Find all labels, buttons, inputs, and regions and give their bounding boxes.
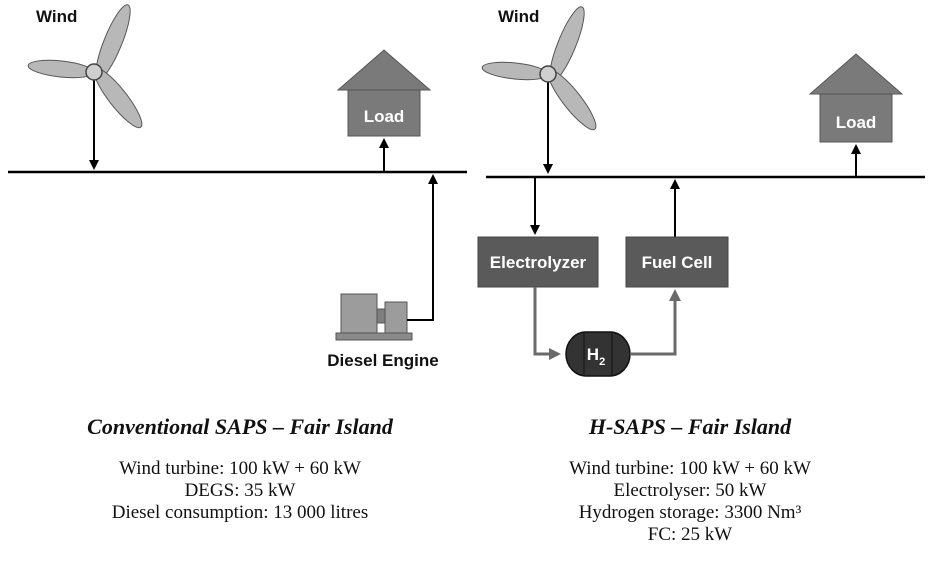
electrolyzer-box [477, 236, 599, 288]
right-spec-line: FC: 25 kW [647, 524, 733, 545]
right-wind-turbine-icon [481, 6, 597, 174]
left-wind-label: Wind [36, 7, 77, 26]
electrolyzer-label: Electrolyzer [490, 253, 587, 272]
right-spec-line: Wind turbine: 100 kW + 60 kW [569, 458, 811, 479]
diesel-engine-label: Diesel Engine [327, 351, 438, 370]
tank-label: H2 [587, 345, 605, 368]
left-spec-line: Diesel consumption: 13 000 litres [111, 502, 369, 523]
fuel-cell-label: Fuel Cell [642, 253, 713, 272]
left-wind-turbine-icon [27, 4, 143, 170]
fuel-cell-box [625, 236, 729, 288]
right-spec-line: Electrolyser: 50 kW [613, 480, 767, 501]
left-caption-title: Conventional SAPS – Fair Island [87, 414, 393, 439]
left-load-label: Load [364, 107, 405, 126]
left-caption: Conventional SAPS – Fair Island Wind tur… [30, 414, 450, 524]
right-load-label: Load [836, 113, 877, 132]
tank-to-fuel-cell-arrow [630, 289, 681, 356]
right-wind-label: Wind [498, 7, 539, 26]
diesel-engine-icon [335, 293, 413, 341]
right-caption: H-SAPS – Fair Island Wind turbine: 100 k… [480, 414, 900, 546]
right-house-icon [808, 53, 904, 143]
left-spec-line: DEGS: 35 kW [184, 480, 296, 501]
left-spec-line: Wind turbine: 100 kW + 60 kW [119, 458, 361, 479]
diesel-to-bus-arrow [407, 174, 438, 321]
left-house-icon [336, 49, 432, 137]
right-spec-line: Hydrogen storage: 3300 Nm³ [578, 502, 802, 523]
electrolyzer-to-tank-arrow [533, 287, 561, 360]
right-caption-title: H-SAPS – Fair Island [588, 414, 792, 439]
